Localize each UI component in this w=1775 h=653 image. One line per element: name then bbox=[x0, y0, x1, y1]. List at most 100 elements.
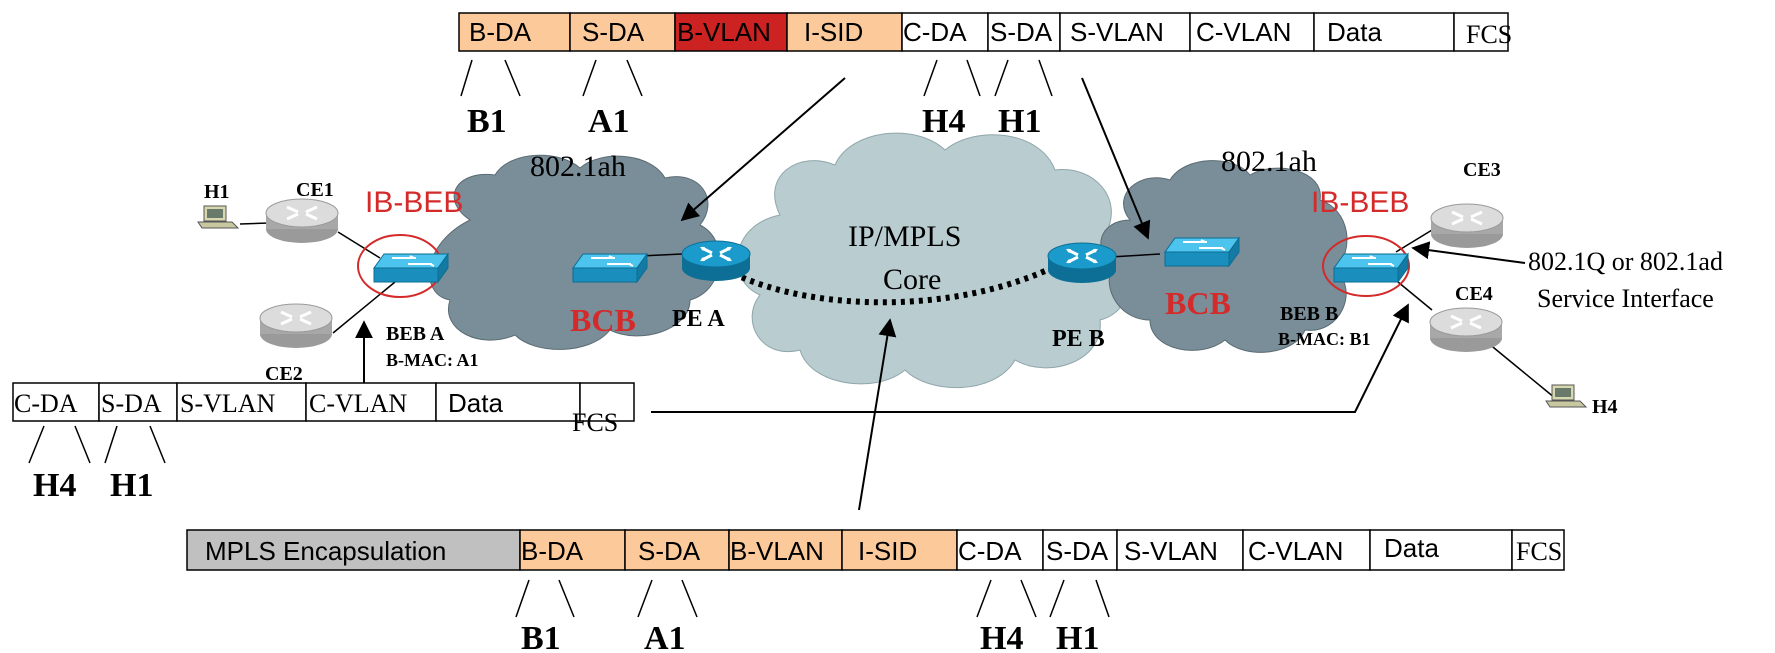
h1-label: H1 bbox=[204, 181, 230, 203]
bcb-right-switch-icon bbox=[1164, 237, 1240, 267]
bottom-frame-cell-fcs bbox=[1511, 529, 1565, 571]
bottom-frame-under-b1: B1 bbox=[521, 620, 561, 653]
top-frame-under-h1: H1 bbox=[998, 103, 1041, 140]
bcb-left-switch-icon bbox=[572, 253, 648, 283]
pe-b-router-icon bbox=[1046, 241, 1118, 285]
arrow-bottom-frame-to-core bbox=[858, 318, 897, 511]
bcb-right-label: BCB bbox=[1165, 285, 1231, 321]
beb-a-switch-icon bbox=[373, 253, 449, 283]
top-frame-label-i-sid: I-SID bbox=[804, 17, 863, 47]
top-frame-under-a1: A1 bbox=[588, 103, 630, 140]
bottom-frame-cell-s-da bbox=[624, 529, 730, 571]
h4-label: H4 bbox=[1592, 396, 1618, 418]
left-frame-label-fcs: FCS bbox=[572, 408, 618, 437]
bottom-frame-cell-mpls bbox=[186, 529, 521, 571]
ce2-router-icon bbox=[258, 302, 334, 350]
link-ce1-beb-a bbox=[337, 231, 381, 259]
beb-b-highlight-circle bbox=[1322, 235, 1410, 297]
left-frame-label-s-vlan: S-VLAN bbox=[180, 389, 276, 418]
bottom-frame-cell-i-sid bbox=[841, 529, 958, 571]
bottom-frame-label-s-vlan: S-VLAN bbox=[1124, 536, 1218, 566]
bottom-frame-cell-data bbox=[1369, 529, 1513, 571]
ce4-router-icon bbox=[1428, 306, 1504, 354]
left-frame-cell-s-vlan bbox=[176, 382, 307, 422]
ce1-label: CE1 bbox=[296, 179, 334, 201]
left-frame-label-c-vlan: C-VLAN bbox=[309, 389, 407, 418]
bottom-frame-label-mpls: MPLS Encapsulation bbox=[205, 536, 446, 566]
bottom-frame-cell-b-vlan bbox=[728, 529, 843, 571]
arrow-service-interface-to-beb-b bbox=[1411, 241, 1526, 264]
bottom-frame-label-data: Data bbox=[1384, 533, 1439, 563]
bottom-frame-label-c-vlan: C-VLAN bbox=[1248, 536, 1343, 566]
ib-beb-right-label: IB-BEB bbox=[1311, 186, 1409, 219]
top-frame-under-h4: H4 bbox=[922, 103, 965, 140]
top-frame-cell-b-da bbox=[458, 12, 571, 52]
bottom-frame-label-s-da: S-DA bbox=[638, 536, 701, 566]
left-frame-label-c-da: C-DA bbox=[14, 389, 78, 418]
link-ce4-h4 bbox=[1487, 342, 1556, 399]
top-frame-cell-b-vlan bbox=[674, 12, 788, 52]
left-frame-cell-fcs bbox=[579, 382, 635, 422]
top-frame-cell-data bbox=[1313, 12, 1455, 52]
right-cloud-label: 802.1ah bbox=[1221, 145, 1317, 178]
left-frame-label-s-da: S-DA bbox=[101, 389, 162, 418]
bottom-frame-cell-c-vlan bbox=[1242, 529, 1371, 571]
left-frame-under-h4: H4 bbox=[33, 467, 76, 504]
service-interface-line1: 802.1Q or 802.1ad bbox=[1528, 247, 1723, 276]
arrow-left-frame-to-beb-b bbox=[651, 303, 1409, 413]
beb-b-mac-label: B-MAC: B1 bbox=[1278, 329, 1371, 349]
beb-b-switch-icon bbox=[1333, 253, 1409, 283]
top-frame-cell-s-da2 bbox=[987, 12, 1061, 52]
top-frame-label-s-da: S-DA bbox=[582, 17, 645, 47]
bottom-frame-label-c-da: C-DA bbox=[958, 536, 1022, 566]
h4-pc-icon bbox=[1545, 384, 1587, 408]
bottom-frame: MPLS Encapsulation B-DA S-DA B-VLAN I-SI… bbox=[186, 529, 1565, 653]
top-frame-label-c-vlan: C-VLAN bbox=[1196, 17, 1291, 47]
left-frame: C-DA S-DA S-VLAN C-VLAN Data FCS H4 H1 bbox=[12, 382, 635, 504]
core-cloud bbox=[737, 132, 1132, 389]
pe-a-router-icon bbox=[680, 239, 752, 283]
top-frame-label-data: Data bbox=[1327, 17, 1382, 47]
left-frame-cell-s-da bbox=[98, 382, 178, 422]
top-frame-label-c-da: C-DA bbox=[903, 17, 967, 47]
top-frame-label-b-da: B-DA bbox=[469, 17, 532, 47]
pe-b-label: PE B bbox=[1052, 326, 1105, 352]
h1-pc-icon bbox=[197, 205, 239, 229]
top-frame-cell-fcs bbox=[1453, 12, 1509, 52]
left-frame-brackets bbox=[28, 425, 166, 464]
bottom-frame-label-b-da: B-DA bbox=[521, 536, 584, 566]
left-frame-label-data: Data bbox=[448, 388, 503, 418]
bottom-frame-under-h4: H4 bbox=[980, 620, 1023, 653]
bottom-frame-label-b-vlan: B-VLAN bbox=[730, 536, 824, 566]
left-frame-under-h1: H1 bbox=[110, 467, 153, 504]
left-cloud-label: 802.1ah bbox=[530, 150, 626, 183]
beb-a-label: BEB A bbox=[386, 323, 445, 345]
top-frame-brackets bbox=[460, 59, 1053, 97]
core-label-line2: Core bbox=[883, 263, 941, 296]
top-frame-label-s-da2: S-DA bbox=[990, 17, 1053, 47]
bottom-frame-label-i-sid: I-SID bbox=[858, 536, 917, 566]
arrow-top-frame-to-bcb bbox=[680, 77, 846, 222]
pe-a-label: PE A bbox=[672, 306, 725, 332]
bottom-frame-cell-s-da2 bbox=[1042, 529, 1118, 571]
bcb-left-label: BCB bbox=[570, 302, 636, 338]
left-frame-cell-c-vlan bbox=[305, 382, 437, 422]
top-frame-cell-c-da bbox=[901, 12, 989, 52]
top-frame-under-b1: B1 bbox=[467, 103, 507, 140]
top-frame-label-b-vlan: B-VLAN bbox=[677, 17, 771, 47]
bottom-frame-label-s-da2: S-DA bbox=[1046, 536, 1109, 566]
core-label-line1: IP/MPLS bbox=[848, 220, 961, 253]
link-ce2-beb-a bbox=[332, 281, 396, 334]
link-ce4-beb-b bbox=[1397, 281, 1433, 311]
bottom-frame-under-a1: A1 bbox=[644, 620, 686, 653]
bottom-frame-brackets bbox=[515, 579, 1110, 618]
left-frame-cell-data bbox=[435, 382, 581, 422]
beb-b-label: BEB B bbox=[1280, 303, 1338, 325]
bottom-frame-under-h1: H1 bbox=[1056, 620, 1099, 653]
ib-beb-left-label: IB-BEB bbox=[365, 186, 463, 219]
bottom-frame-label-fcs: FCS bbox=[1516, 537, 1562, 566]
ce2-label: CE2 bbox=[265, 363, 303, 385]
top-frame-label-s-vlan: S-VLAN bbox=[1070, 17, 1164, 47]
service-interface-line2: Service Interface bbox=[1537, 284, 1714, 313]
